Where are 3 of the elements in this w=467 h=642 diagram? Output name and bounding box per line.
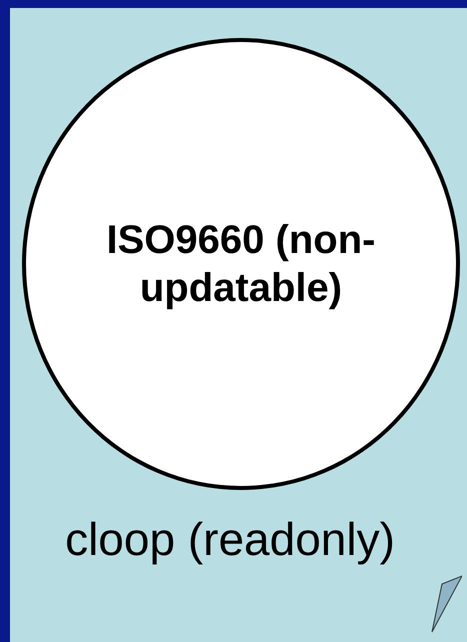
panel-heading: cloop (readonly) bbox=[64, 512, 396, 567]
panel-background bbox=[10, 8, 467, 642]
node-label: ISO9660 (non-updatable) bbox=[106, 217, 376, 312]
